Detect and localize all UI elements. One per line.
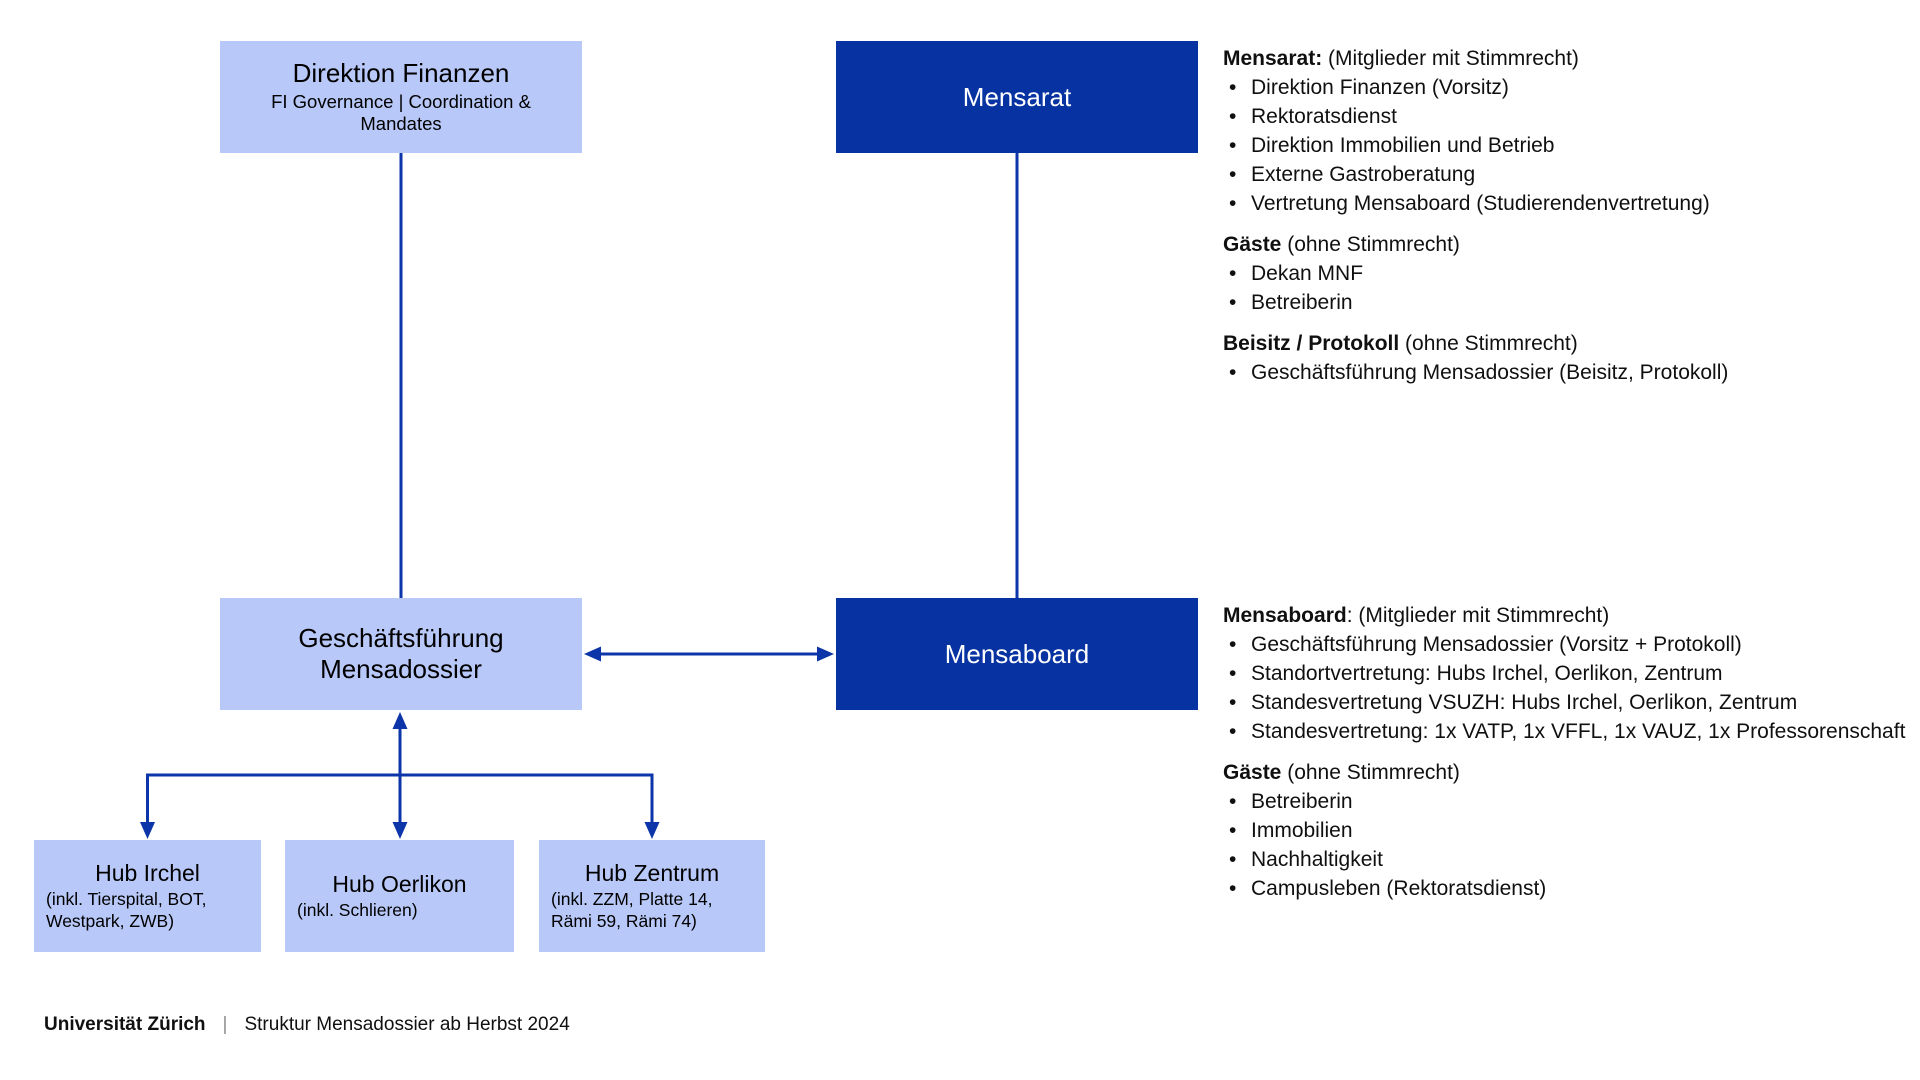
heading-bold: Mensarat: <box>1223 47 1323 70</box>
arrowhead-down-irchel-icon <box>140 822 155 839</box>
section-mensarat-beisitz: Beisitz / Protokoll (ohne Stimmrecht) Ge… <box>1223 329 1868 387</box>
heading-bold: Gäste <box>1223 761 1282 784</box>
heading-bold: Mensaboard <box>1223 604 1347 627</box>
list-item: Campusleben (Rektoratsdienst) <box>1223 874 1908 903</box>
heading-rest: (ohne Stimmrecht) <box>1281 233 1460 256</box>
list-item: Geschäftsführung Mensadossier (Vorsitz +… <box>1223 630 1908 659</box>
heading-bold: Gäste <box>1223 233 1282 256</box>
section-heading: Gäste (ohne Stimmrecht) <box>1223 758 1908 787</box>
list-item: Standesvertretung: 1x VATP, 1x VFFL, 1x … <box>1223 717 1908 746</box>
arrowhead-down-oerlikon-icon <box>392 822 408 839</box>
section-mensarat-gaeste: Gäste (ohne Stimmrecht) Dekan MNF Betrei… <box>1223 230 1868 317</box>
heading-rest: : (Mitglieder mit Stimmrecht) <box>1346 604 1610 627</box>
section-heading: Mensaboard: (Mitglieder mit Stimmrecht) <box>1223 601 1908 630</box>
mensaboard-member-list: Mensaboard: (Mitglieder mit Stimmrecht) … <box>1223 601 1908 903</box>
heading-rest: (Mitglieder mit Stimmrecht) <box>1322 47 1579 70</box>
section-heading: Mensarat: (Mitglieder mit Stimmrecht) <box>1223 44 1868 73</box>
mensarat-member-list: Mensarat: (Mitglieder mit Stimmrecht) Di… <box>1223 44 1868 387</box>
arrowhead-up-icon <box>392 712 408 729</box>
section-mensarat-mitglieder: Mensarat: (Mitglieder mit Stimmrecht) Di… <box>1223 44 1868 218</box>
node-subtitle: (inkl. Tierspital, BOT, Westpark, ZWB) <box>46 888 207 932</box>
arrowhead-left-icon <box>584 646 601 662</box>
list-item: Direktion Finanzen (Vorsitz) <box>1223 73 1868 102</box>
list-item: Standesvertretung VSUZH: Hubs Irchel, Oe… <box>1223 688 1908 717</box>
node-title: Hub Irchel <box>95 859 200 886</box>
node-subtitle: FI Governance | Coordination & Mandates <box>271 90 531 135</box>
arrowhead-down-zentrum-icon <box>644 822 660 839</box>
footer-separator: | <box>222 1014 228 1035</box>
node-title: Mensaboard <box>944 638 1090 669</box>
section-mensaboard-gaeste: Gäste (ohne Stimmrecht) Betreiberin Immo… <box>1223 758 1908 903</box>
heading-rest: (ohne Stimmrecht) <box>1399 332 1578 355</box>
section-mensaboard-mitglieder: Mensaboard: (Mitglieder mit Stimmrecht) … <box>1223 601 1908 746</box>
list-item: Vertretung Mensaboard (Studierendenvertr… <box>1223 189 1868 218</box>
node-hub-irchel: Hub Irchel (inkl. Tierspital, BOT, Westp… <box>34 840 261 952</box>
section-heading: Beisitz / Protokoll (ohne Stimmrecht) <box>1223 329 1868 358</box>
node-title: Geschäftsführung Mensadossier <box>298 623 504 684</box>
node-mensarat: Mensarat <box>836 41 1198 153</box>
list-item: Betreiberin <box>1223 787 1908 816</box>
node-title: Direktion Finanzen <box>292 58 510 89</box>
list-item: Externe Gastroberatung <box>1223 160 1868 189</box>
node-subtitle: (inkl. Schlieren) <box>297 899 418 920</box>
footer-document-title: Struktur Mensadossier ab Herbst 2024 <box>244 1014 570 1035</box>
heading-bold: Beisitz / Protokoll <box>1223 332 1400 355</box>
node-title: Hub Oerlikon <box>332 870 467 897</box>
footer: Universität Zürich | Struktur Mensadossi… <box>44 1013 570 1037</box>
node-hub-zentrum: Hub Zentrum (inkl. ZZM, Platte 14, Rämi … <box>539 840 765 952</box>
footer-organization: Universität Zürich <box>44 1014 206 1035</box>
section-heading: Gäste (ohne Stimmrecht) <box>1223 230 1868 259</box>
list-item: Nachhaltigkeit <box>1223 845 1908 874</box>
list-item: Geschäftsführung Mensadossier (Beisitz, … <box>1223 358 1868 387</box>
list-item: Standortvertretung: Hubs Irchel, Oerliko… <box>1223 659 1908 688</box>
heading-rest: (ohne Stimmrecht) <box>1281 761 1460 784</box>
arrowhead-right-icon <box>817 646 834 662</box>
list-item: Immobilien <box>1223 816 1908 845</box>
node-direktion-finanzen: Direktion Finanzen FI Governance | Coord… <box>220 41 582 153</box>
node-subtitle: (inkl. ZZM, Platte 14, Rämi 59, Rämi 74) <box>551 888 713 932</box>
list-item: Betreiberin <box>1223 288 1868 317</box>
list-item: Direktion Immobilien und Betrieb <box>1223 131 1868 160</box>
list-item: Rektoratsdienst <box>1223 102 1868 131</box>
node-geschaeftsfuehrung-mensadossier: Geschäftsführung Mensadossier <box>220 598 582 710</box>
node-title: Mensarat <box>962 81 1072 112</box>
node-hub-oerlikon: Hub Oerlikon (inkl. Schlieren) <box>285 840 514 952</box>
node-title: Hub Zentrum <box>584 859 720 886</box>
node-mensaboard: Mensaboard <box>836 598 1198 710</box>
list-item: Dekan MNF <box>1223 259 1868 288</box>
